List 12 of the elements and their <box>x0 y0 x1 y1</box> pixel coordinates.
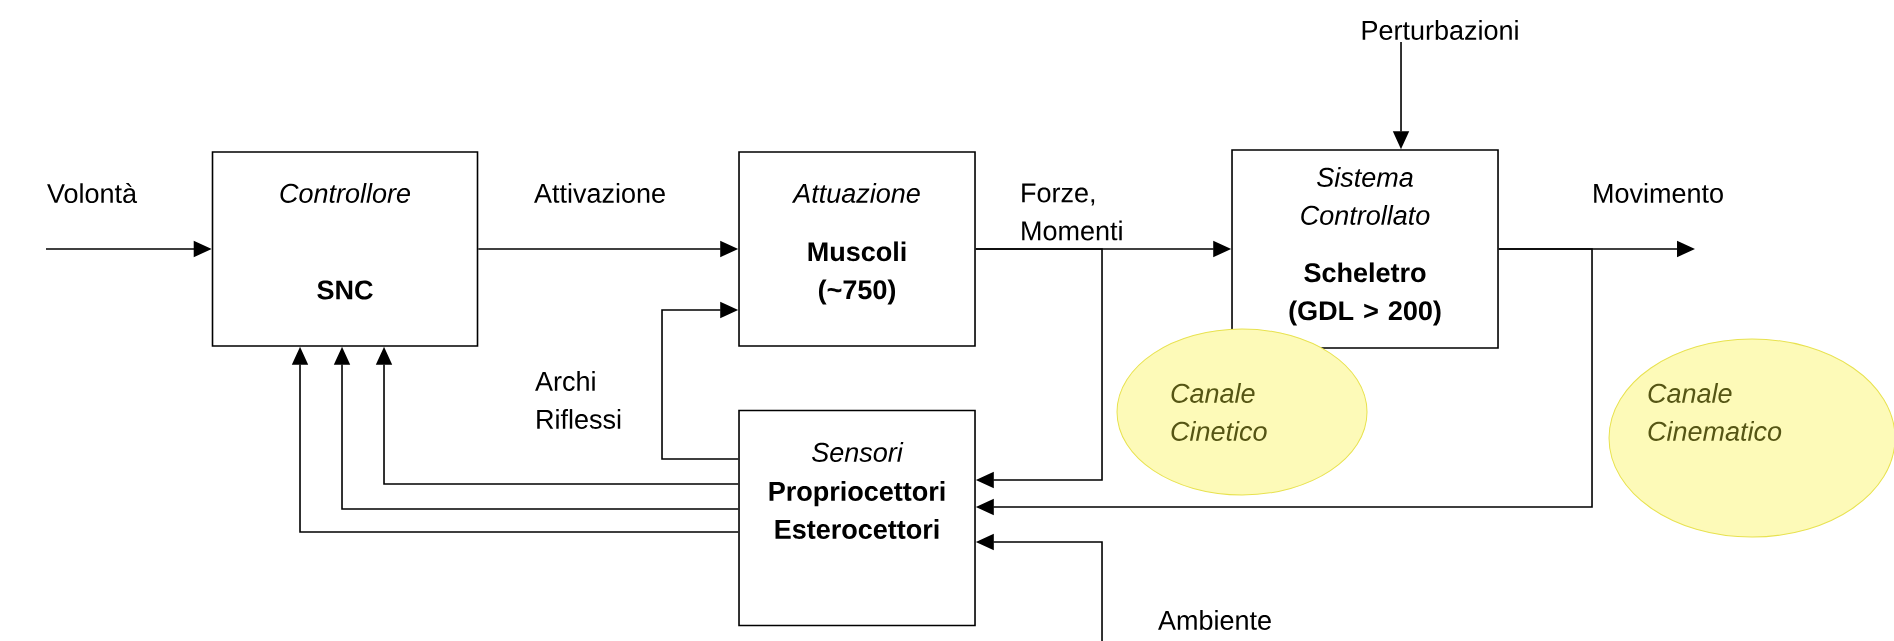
block-box: Sensori Propriocettori Esterocettori <box>738 409 976 627</box>
block-box: Attuazione Muscoli (~750) <box>738 151 976 347</box>
input-label: Perturbazioni <box>1362 20 1518 40</box>
edge-label: Attivazione <box>534 183 665 203</box>
edge-label: Forze, Momenti <box>1022 183 1122 241</box>
edge-label: Ambiente <box>1158 610 1271 630</box>
edge-label: Movimento <box>1594 183 1723 203</box>
arrow <box>975 248 1103 489</box>
edge-label: Archi Riflessi <box>535 371 621 429</box>
edge-label: Volontà <box>47 182 138 204</box>
arrow <box>661 301 739 460</box>
block-box: Controllore SNC <box>211 151 479 347</box>
